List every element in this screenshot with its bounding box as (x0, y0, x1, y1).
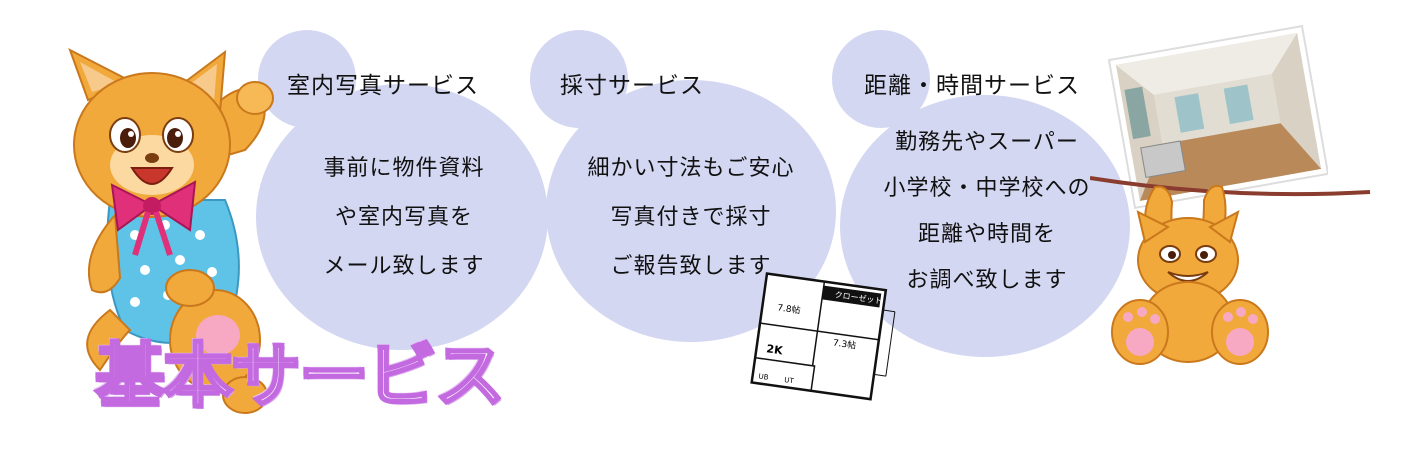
service-1-line-2: や室内写真を (334, 205, 473, 230)
service-1-title: 室内写真サービス (287, 73, 479, 99)
left-cat-mascot (68, 47, 274, 414)
floorplan-room1-label: 7.8帖 (777, 301, 802, 316)
service-3-line-4: お調べ致します (906, 268, 1068, 293)
basic-services-banner: 基本サービス (94, 334, 507, 419)
floorplan-kitchen-label: 2K (766, 342, 784, 357)
service-2-line-1: 細かい寸法もご安心 (587, 156, 795, 181)
service-2-description: 細かい寸法もご安心 写真付きで採寸 ご報告致します (566, 144, 816, 291)
floorplan-toilet-label: UT (784, 376, 795, 385)
service-3-line-3: 距離や時間を (917, 222, 1056, 247)
floorplan-bath-label: UB (758, 372, 769, 381)
service-3-description: 勤務先やスーパー 小学校・中学校への 距離や時間を お調べ致します (862, 120, 1112, 304)
right-cat-mascot (1111, 184, 1269, 365)
service-3-line-2: 小学校・中学校への (883, 176, 1091, 201)
service-1-line-3: メール致します (323, 254, 485, 279)
rope (1090, 176, 1371, 197)
service-1-large-circle (256, 84, 548, 350)
service-2-title: 採寸サービス (560, 73, 704, 99)
service-2-line-2: 写真付きで採寸 (610, 205, 772, 230)
service-3-large-circle (840, 95, 1130, 357)
service-1-description: 事前に物件資料 や室内写真を メール致します (290, 144, 518, 291)
floor-plan-image: クローゼット 7.8帖 7.3帖 2K UB UT (750, 272, 896, 401)
service-1-line-1: 事前に物件資料 (323, 156, 485, 181)
service-2-line-3: ご報告致します (610, 254, 772, 279)
room-photo (1108, 24, 1328, 209)
service-3-line-1: 勤務先やスーパー (895, 130, 1079, 155)
service-3-title: 距離・時間サービス (864, 73, 1080, 99)
floorplan-room2-label: 7.3帖 (832, 336, 857, 351)
